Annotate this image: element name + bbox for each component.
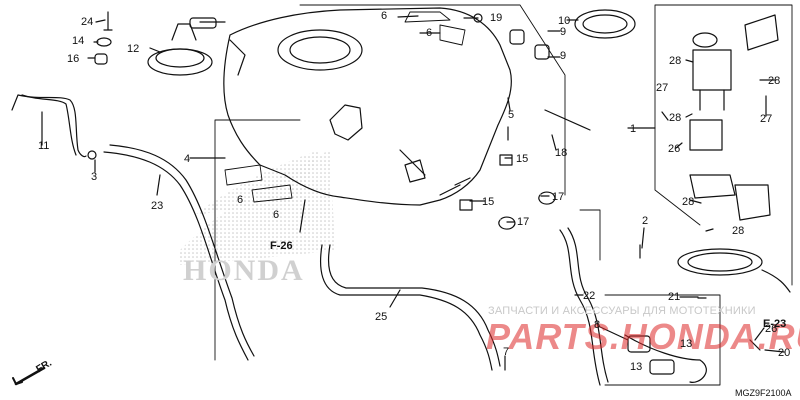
callout-9-bottom: 9 bbox=[560, 50, 567, 62]
callout-4: 4 bbox=[184, 153, 191, 165]
callout-15-top: 15 bbox=[516, 153, 529, 165]
callout-6-left: 6 bbox=[237, 194, 244, 206]
fuel-tank bbox=[223, 7, 512, 206]
fuel-pump bbox=[692, 49, 732, 91]
lock-ring bbox=[574, 9, 636, 39]
callout-18: 18 bbox=[555, 147, 568, 159]
callout-8: 8 bbox=[594, 319, 601, 331]
callout-27-right: 27 bbox=[760, 113, 773, 125]
callout-28-right: 28 bbox=[768, 75, 781, 87]
hose-25 bbox=[319, 244, 493, 371]
callout-28-mid: 28 bbox=[669, 112, 682, 124]
callout-6-top: 6 bbox=[381, 10, 388, 22]
callout-16: 16 bbox=[67, 53, 80, 65]
callout-20: 20 bbox=[778, 347, 791, 359]
honda-brand-watermark: HONDA bbox=[183, 254, 305, 287]
callout-13-right: 13 bbox=[680, 338, 693, 350]
honda-wing-logo bbox=[180, 150, 335, 265]
callout-17-top: 17 bbox=[552, 191, 565, 203]
callout-12: 12 bbox=[127, 43, 140, 55]
callout-21: 21 bbox=[668, 291, 681, 303]
ref-e23: E-23 bbox=[763, 318, 787, 330]
hose-23 bbox=[103, 151, 249, 361]
callout-28-filter: 28 bbox=[682, 196, 695, 208]
callout-26-top: 26 bbox=[668, 143, 681, 155]
callout-25: 25 bbox=[375, 311, 388, 323]
callout-22: 22 bbox=[583, 290, 596, 302]
callout-15-bottom: 15 bbox=[482, 196, 495, 208]
callout-11: 11 bbox=[38, 140, 50, 152]
callout-13-left: 13 bbox=[630, 361, 643, 373]
fuel-cap-opening bbox=[277, 29, 363, 71]
callout-23: 23 bbox=[151, 200, 164, 212]
callout-5: 5 bbox=[508, 109, 515, 121]
callout-24: 24 bbox=[81, 16, 94, 28]
callout-2: 2 bbox=[642, 215, 649, 227]
callout-17-bottom: 17 bbox=[517, 216, 530, 228]
callout-26-bottom: 26 bbox=[765, 323, 778, 335]
callout-14: 14 bbox=[72, 35, 85, 47]
callout-10: 10 bbox=[558, 15, 571, 27]
callout-1: 1 bbox=[630, 123, 637, 135]
callout-3: 3 bbox=[91, 171, 98, 183]
callout-7: 7 bbox=[503, 346, 510, 358]
callout-27-left: 27 bbox=[656, 82, 669, 94]
callout-6-mid: 6 bbox=[426, 27, 433, 39]
callout-28-seal: 28 bbox=[732, 225, 745, 237]
callout-6-right: 6 bbox=[273, 209, 280, 221]
callout-28-pump: 28 bbox=[669, 55, 682, 67]
drawing-code: MGZ9F2100A bbox=[735, 388, 792, 398]
watermark-logo: PARTS.HONDA.RU bbox=[486, 316, 800, 357]
ref-f26: F-26 bbox=[270, 240, 293, 252]
hose-22 bbox=[559, 229, 601, 386]
watermark-text: ЗАПЧАСТИ И АКСЕССУАРЫ ДЛЯ МОТОТЕХНИКИ bbox=[488, 305, 756, 317]
hose-11 bbox=[11, 94, 87, 158]
callout-9-top: 9 bbox=[560, 26, 567, 38]
callout-19: 19 bbox=[490, 12, 503, 24]
